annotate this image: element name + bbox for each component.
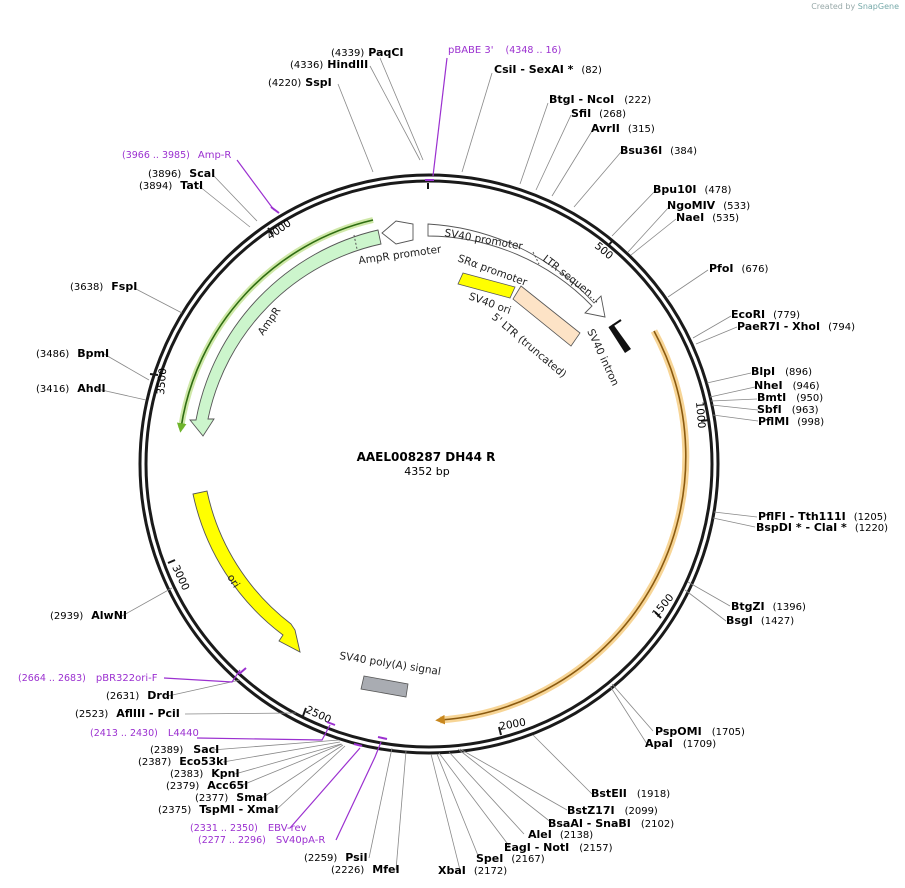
primer-pbabe3: pBABE 3' (4348 .. 16)	[448, 40, 561, 57]
primer-ampr: (3966 .. 3985) Amp-R	[122, 145, 231, 162]
site-leaders	[96, 57, 759, 871]
site-psii: (2259) PsiI	[304, 848, 368, 865]
snapgene-credit: Created by SnapGene	[811, 2, 899, 11]
site-ngomiv: NgoMIV (533)	[667, 196, 750, 213]
site-bstz17i: BstZ17I (2099)	[567, 801, 658, 818]
site-bsteii: BstEII (1918)	[591, 784, 670, 801]
site-sspi: (4220) SspI	[268, 73, 332, 90]
site-bsaai: BsaAI - SnaBI (2102)	[548, 814, 674, 831]
site-bpu10i: Bpu10I (478)	[653, 180, 731, 197]
primer-l4440: (2413 .. 2430) L4440	[90, 723, 199, 740]
site-pflmi: PflMI (998)	[758, 412, 824, 429]
site-alei: AleI (2138)	[528, 825, 593, 842]
ampr-promoter-arrow	[381, 220, 414, 245]
site-paqci: (4339) PaqCI	[331, 43, 404, 60]
ampr-highlight-line	[176, 219, 374, 433]
site-bmti: BmtI (950)	[757, 388, 823, 405]
site-tati: (3894) TatI	[139, 176, 203, 193]
snapgene-logo: SnapGene	[857, 2, 899, 11]
site-drdi: (2631) DrdI	[106, 686, 174, 703]
primer-sv40pa-r: (2277 .. 2296) SV40pA-R	[198, 830, 325, 847]
tick-3000: 3000	[169, 563, 191, 592]
primer-pbr322ori-f: (2664 .. 2683) pBR322ori-F	[18, 668, 158, 685]
tick-500: 500	[592, 240, 615, 262]
plasmid-length: 4352 bp	[404, 465, 449, 478]
plasmid-name: AAEL008287 DH44 R	[357, 450, 496, 464]
site-btgzi: BtgZI (1396)	[731, 597, 806, 614]
label-ltr-sequence: LTR sequen…	[540, 253, 603, 306]
site-blpi: BlpI (896)	[751, 362, 812, 379]
sra-box	[457, 272, 516, 299]
sv40-intron-cap	[608, 319, 622, 329]
ori-arrow	[192, 490, 301, 653]
site-naei: NaeI (535)	[676, 208, 739, 225]
orf-highlight-arc	[439, 329, 690, 724]
site-scai: (3896) ScaI	[148, 164, 215, 181]
site-hindiii: (4336) HindIII	[290, 55, 368, 72]
site-btgi: BtgI - NcoI (222)	[549, 90, 651, 107]
site-smai: (2377) SmaI	[195, 788, 267, 805]
site-bspdi: BspDI * - ClaI * (1220)	[756, 518, 888, 535]
site-paer7i: PaeR7I - XhoI (794)	[737, 317, 855, 334]
label-sv40-polya: SV40 poly(A) signal	[339, 650, 442, 678]
site-eco53ki: (2387) Eco53kI	[138, 752, 228, 769]
orf-highlight-line	[435, 330, 687, 725]
polya-box	[360, 675, 409, 698]
site-mfei: (2226) MfeI	[331, 860, 400, 877]
primer-labels: pBABE 3' (4348 .. 16) (3966 .. 3985) Amp…	[18, 40, 561, 847]
sv40-intron-bar	[609, 324, 631, 353]
backbone-outer	[138, 173, 720, 755]
site-acc65i: (2379) Acc65I	[166, 776, 248, 793]
tick-1000: 1000	[693, 401, 707, 429]
site-sbfi: SbfI (963)	[757, 400, 819, 417]
site-bsgi: BsgI (1427)	[726, 611, 794, 628]
ampr-arrow	[189, 229, 382, 437]
tick-2000: 2000	[498, 716, 526, 732]
site-bsu36i: Bsu36I (384)	[620, 141, 697, 158]
site-ahdi: (3416) AhdI	[36, 379, 106, 396]
primer-ebv-rev: (2331 .. 2350) EBV-rev	[190, 818, 307, 835]
site-csii: CsiI - SexAI * (82)	[494, 60, 602, 77]
site-pfoi: PfoI (676)	[709, 259, 768, 276]
site-kpni: (2383) KpnI	[170, 764, 240, 781]
primer-leaders	[163, 57, 448, 841]
site-fspi: (3638) FspI	[70, 277, 137, 294]
tick-4000: 4000	[265, 217, 294, 242]
ltr5-box	[512, 285, 581, 347]
site-avrii: AvrII (315)	[591, 119, 655, 136]
sv40-promoter-arrow	[427, 223, 606, 318]
site-apai: ApaI (1709)	[645, 734, 716, 751]
site-ecori: EcoRI (779)	[731, 305, 800, 322]
label-sv40-promoter: SV40 promoter	[443, 227, 524, 253]
site-spei: SpeI (2167)	[476, 849, 545, 866]
site-eagi: EagI - NotI (2157)	[504, 838, 613, 855]
ticks	[149, 227, 710, 736]
site-sfii: SfiI (268)	[571, 104, 626, 121]
site-nhei: NheI (946)	[754, 376, 820, 393]
backbone-inner	[144, 179, 714, 749]
site-labels: (4339) PaqCI (4336) HindIII (4220) SspI …	[36, 43, 888, 878]
site-saci: (2389) SacI	[150, 740, 219, 757]
site-pflfi: PflFI - Tth111I (1205)	[758, 507, 887, 524]
site-alwni: (2939) AlwNI	[50, 606, 127, 623]
site-pspomi: PspOMI (1705)	[655, 722, 745, 739]
tick-3500: 3500	[155, 368, 169, 396]
site-xbai: XbaI (2172)	[438, 861, 507, 878]
site-afliii: (2523) AflIII - PciI	[75, 704, 180, 721]
created-by-text: Created by	[811, 2, 856, 11]
site-bpmi: (3486) BpmI	[36, 344, 109, 361]
site-tspmi: (2375) TspMI - XmaI	[158, 800, 278, 817]
